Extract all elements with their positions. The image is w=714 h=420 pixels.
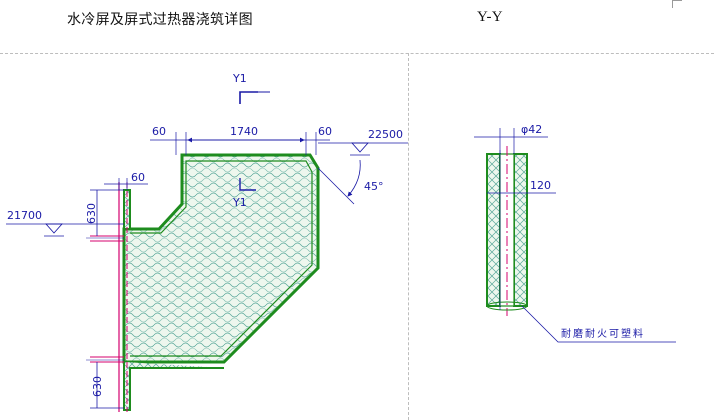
- phi-42-label: φ42: [521, 123, 542, 136]
- divider-horizontal: [0, 53, 714, 54]
- water-wall-pipe: [86, 182, 128, 412]
- elevation-marker-22500: 22500: [318, 128, 408, 156]
- dim-630-upper: 630: [85, 189, 124, 236]
- drawing-title: 水冷屏及屏式过热器浇筑详图: [67, 12, 253, 28]
- dim-60-column-label: 60: [131, 171, 145, 184]
- material-note-label: 耐磨耐火可塑料: [561, 327, 645, 340]
- dim-60-left: 60: [152, 125, 166, 138]
- elevation-marker-21700: 21700: [6, 209, 124, 237]
- section-title: Y-Y: [477, 9, 503, 25]
- section-refractory-right: [513, 153, 528, 307]
- section-refractory-left: [486, 153, 501, 307]
- angle-dimension-45: 45°: [317, 159, 384, 205]
- refractory-inner-outline: [130, 160, 313, 357]
- dim-120-label: 120: [530, 179, 551, 192]
- section-mark-top-label: Y1: [232, 72, 247, 85]
- dim-630-upper-label: 630: [85, 203, 98, 224]
- dim-60-right: 60: [318, 125, 332, 138]
- elev-22500-label: 22500: [368, 128, 403, 141]
- page-corner-mark-v: [672, 0, 674, 8]
- material-callout: 耐磨耐火可塑料: [521, 305, 676, 343]
- section-yy: [486, 146, 528, 316]
- page-corner-mark: [672, 0, 682, 2]
- dim-120: 120: [487, 179, 556, 194]
- elev-21700-label: 21700: [7, 209, 42, 222]
- section-mark-y1-top: Y1: [232, 72, 270, 104]
- angle-45-label: 45°: [364, 180, 384, 193]
- divider-vertical: [408, 53, 409, 420]
- dim-phi-42: φ42: [474, 123, 548, 154]
- dim-1740: 1740: [230, 125, 258, 138]
- dim-630-lower: 630: [90, 362, 124, 409]
- section-mark-mid-label: Y1: [232, 196, 247, 209]
- lower-ledge: [123, 362, 224, 411]
- dim-630-lower-label: 630: [91, 376, 104, 397]
- dim-60-column: 60: [104, 171, 148, 190]
- section-pipe-tube: [499, 153, 515, 307]
- top-dimension-chain: 60 1740 60: [150, 125, 332, 155]
- refractory-block: [122, 153, 320, 364]
- section-mark-y1-mid: Y1: [232, 178, 256, 209]
